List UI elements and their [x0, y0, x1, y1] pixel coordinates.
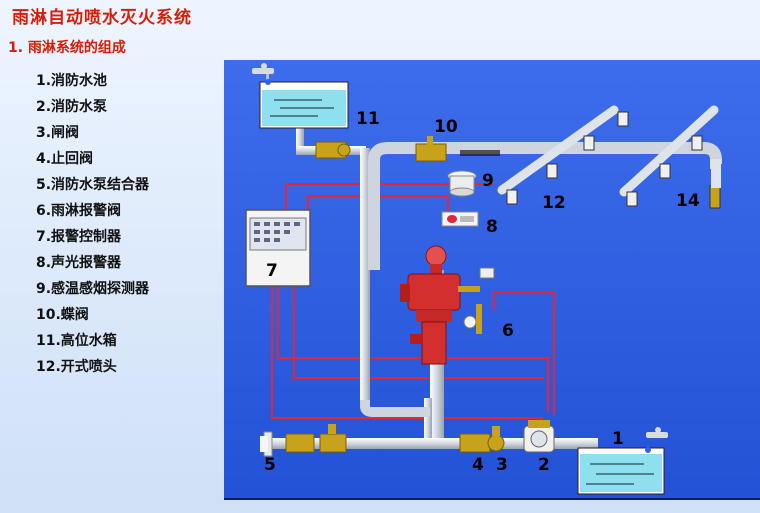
label-1: 1: [612, 429, 624, 449]
fire-pool: [577, 447, 665, 495]
component-item: 6.雨淋报警阀: [36, 203, 122, 219]
component-item: 8.声光报警器: [36, 255, 122, 271]
high-water-tank: [259, 74, 349, 129]
water-pipes: [268, 105, 722, 449]
component-item: 12.开式喷头: [36, 359, 117, 375]
component-item: 4.止回阀: [36, 151, 94, 167]
check-valve-icon: [459, 433, 491, 453]
label-12: 12: [542, 193, 566, 213]
butterfly-valve-icon: [415, 136, 447, 162]
deluge-alarm-valve: [400, 245, 495, 365]
alarm-controller: [245, 209, 311, 287]
component-item: 2.消防水泵: [36, 99, 108, 115]
faucet-icon: [252, 63, 274, 85]
pump-connector-valves: [285, 424, 347, 453]
component-item: 9.感温感烟探测器: [36, 281, 150, 297]
label-2: 2: [538, 455, 550, 475]
pump-connector-inlet: [260, 431, 273, 457]
system-diagram: 11 10 9 8 7 6 12 14 5 4 3 2 1: [224, 60, 760, 500]
fire-pump-icon: [523, 420, 555, 453]
label-7: 7: [266, 261, 278, 281]
component-item: 1.消防水池: [36, 73, 108, 89]
heat-smoke-detector: [447, 170, 477, 197]
label-11: 11: [356, 109, 380, 129]
label-4: 4: [472, 455, 484, 475]
diagram-svg: 11 10 9 8 7 6 12 14 5 4 3 2 1: [224, 60, 760, 500]
component-list: 1.消防水池 2.消防水泵 3.闸阀 4.止回阀 5.消防水泵结合器 6.雨淋报…: [36, 68, 149, 380]
gate-valve-icon: [487, 426, 505, 452]
sound-light-alarm: [441, 211, 479, 227]
label-5: 5: [264, 455, 276, 475]
label-9: 9: [482, 171, 494, 191]
label-8: 8: [486, 217, 498, 237]
open-sprinkler-heads: [506, 111, 721, 209]
component-item: 5.消防水泵结合器: [36, 177, 150, 193]
component-item: 3.闸阀: [36, 125, 80, 141]
pool-faucet-icon: [645, 427, 668, 453]
component-item: 11.高位水箱: [36, 333, 117, 349]
label-6: 6: [502, 321, 514, 341]
section-subtitle: 1. 雨淋系统的组成: [8, 40, 126, 56]
label-14: 14: [676, 191, 700, 211]
label-10: 10: [434, 117, 458, 137]
tank-outlet-valve-icon: [315, 141, 351, 159]
component-item: 7.报警控制器: [36, 229, 122, 245]
label-3: 3: [496, 455, 508, 475]
component-item: 10.蝶阀: [36, 307, 89, 323]
page-title: 雨淋自动喷水灭火系统: [12, 8, 192, 28]
